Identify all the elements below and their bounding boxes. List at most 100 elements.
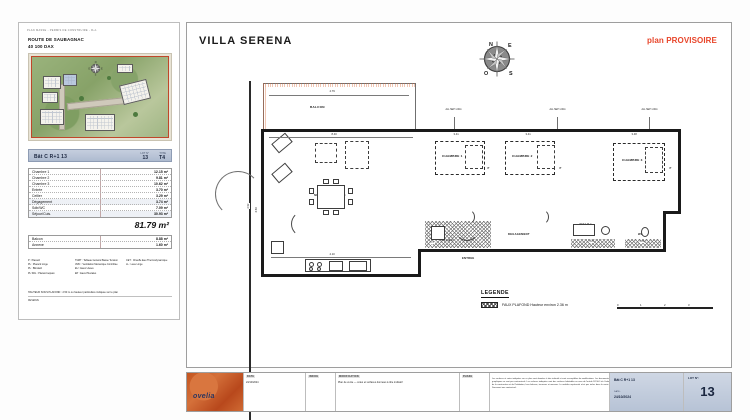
drawing-sheet: VILLA SERENA plan PROVISOIRE: [186, 22, 732, 420]
leader-line-1: [454, 117, 455, 129]
room-name: Cellier: [32, 193, 42, 198]
exterior-wall-bottom-left: [261, 274, 421, 277]
svg-text:S: S: [95, 75, 97, 76]
titleblock-lot-reference: Bât C R+1 13: [614, 378, 635, 382]
svg-text:S: S: [509, 71, 513, 77]
table-row: Cellier 3.29 m²: [29, 193, 171, 200]
exterior-wall-right-lower: [663, 211, 666, 251]
table-row: Annexe 1.60 m²: [29, 242, 171, 249]
abbreviation-item: PL SDL : Placard séparé: [28, 271, 55, 275]
false-ceiling-hatch-sdb: [571, 239, 615, 248]
furniture-chair-1: [309, 188, 314, 194]
closet-marker-p3: P: [669, 167, 672, 170]
room-name: Chambre 1: [32, 169, 50, 174]
abbreviation-item: EP : Eaux Pluviales: [75, 271, 97, 275]
site-building-d2: [117, 64, 133, 73]
rooms-area-table: Chambre 1 12.15 m² Chambre 2 9.81 m² Cha…: [28, 168, 172, 219]
annex-area: 1.60 m²: [155, 242, 168, 247]
furniture-bathtub: [573, 224, 595, 236]
room-label-entree: ENTREE: [461, 257, 476, 260]
ceiling-height-note: HAUTEUR SOUS PLAFOND : 2.50 m ou hauteur…: [28, 291, 172, 298]
project-address: ROUTE DE SAUBAGNAC 40 100 DAX: [28, 37, 84, 51]
exterior-wall-right: [678, 129, 681, 213]
svg-text:E: E: [101, 68, 103, 70]
legend-block: LEGENDE FAUX PLAFOND Hauteur environ 2.3…: [481, 281, 721, 310]
abbreviation-item: EU : Eaux Usées: [75, 267, 94, 271]
scale-tick-0: 0: [617, 303, 619, 307]
abbreviation-item: PL : Blindard: [28, 267, 42, 271]
titleblock-lot-caption: LOT N°:: [688, 376, 700, 380]
lot-number-caption: LOT N°: [140, 151, 149, 155]
table-row: Chambre 1 12.15 m²: [29, 169, 171, 176]
dimension-sejour-width: 8.40: [331, 133, 338, 136]
legal-disclaimer-text: Les surfaces et cotes indiquées sur ce p…: [492, 378, 609, 389]
table-row: Balcon 8.88 m²: [29, 236, 171, 243]
abbreviation-item: LL : Lave Linge: [126, 263, 143, 267]
furniture-bed-chambre2: [537, 145, 555, 169]
exterior-wall-bottom-mid: [418, 249, 666, 252]
measurement-arc-left: [215, 171, 261, 217]
room-label-chambre1: CHAMBRE 1: [441, 154, 464, 158]
furniture-washbasin: [601, 226, 610, 235]
furniture-washing-machine: [431, 226, 445, 240]
room-name: Chambre 3: [32, 181, 50, 186]
door-arc-chambre2: [533, 209, 549, 225]
date-column-value: 24/10/2024: [246, 381, 259, 384]
abbreviation-column-2: TGBT : Tableau Général Basse Tension VMC…: [75, 259, 118, 276]
door-arc-entree: [455, 217, 479, 241]
room-name: Entrée: [32, 187, 43, 192]
site-compass-icon: N E S O: [88, 62, 103, 76]
legend-row: FAUX PLAFOND Hauteur environ 2.36 m 0 1 …: [481, 302, 721, 310]
titleblock-modification-cell: MODIFICATION Plan de vente — cotes et su…: [335, 373, 459, 411]
room-name: Chambre 2: [32, 175, 50, 180]
room-area: 3.74 m²: [155, 199, 168, 204]
abbreviations-legend: P : Placard PL : Placard Linge PL : Blin…: [28, 259, 172, 287]
lot-number-value: 13: [142, 155, 148, 161]
room-label-chambre2: CHAMBRE 2: [511, 154, 534, 158]
door-arc-sejour: [291, 211, 317, 237]
indice-column-caption: INDICE: [308, 375, 320, 378]
titleblock-indice-cell: INDICE: [305, 373, 335, 411]
furniture-sofa-2: [271, 162, 293, 184]
false-ceiling-chambre3: [613, 143, 665, 181]
svg-text:N: N: [489, 42, 493, 48]
furniture-sink: [349, 261, 367, 271]
abbreviation-item: PL : Placard Linge: [28, 263, 48, 267]
reserve-note: RESERVE: [28, 300, 39, 302]
site-plan-thumbnail: N E S O: [28, 53, 172, 141]
lot-type-value: T4: [159, 155, 165, 161]
exterior-wall-left: [261, 129, 264, 277]
titleblock-lot-value: 13: [700, 384, 715, 399]
annotation-all-sep-3: ALL SEP 1.00m: [641, 109, 659, 111]
room-label-balcon: BALCON: [309, 105, 326, 109]
titleblock-date-caption: DATE :: [614, 391, 621, 393]
room-area: 3.29 m²: [155, 193, 168, 198]
furniture-bed-chambre3: [645, 147, 663, 173]
room-area: 9.81 m²: [155, 175, 168, 180]
table-row: Chambre 3 10.62 m²: [29, 181, 171, 188]
furniture-bed-chambre1: [465, 145, 483, 169]
date-column-caption: DATE: [246, 375, 256, 378]
furniture-chair-6: [333, 179, 339, 184]
annex-name: Annexe: [32, 242, 44, 247]
room-name: Séjour/Cuis.: [32, 211, 52, 216]
furniture-coffee-table: [315, 143, 337, 163]
table-row: Entrée 3.70 m²: [29, 187, 171, 194]
furniture-bed-sofa: [345, 141, 369, 169]
furniture-burner-1: [309, 262, 314, 267]
furniture-chair-3: [348, 188, 353, 194]
abbreviation-item: TGBT : Tableau Général Basse Tension: [75, 259, 118, 262]
page-title: VILLA SERENA: [199, 35, 293, 47]
dimension-wc: 1.21: [639, 241, 645, 243]
site-building-a1: [43, 76, 61, 89]
svg-text:O: O: [484, 71, 488, 77]
phase-column-caption: PHASE: [462, 375, 474, 378]
room-area: 12.15 m²: [153, 169, 168, 174]
room-area: 10.62 m²: [153, 181, 168, 186]
furniture-burner-4: [317, 267, 321, 271]
site-building-a2: [63, 74, 77, 86]
abbreviation-item: VMC : Ventilation Mécanique Contrôlée: [75, 263, 118, 267]
scale-bar-segment-2: [665, 306, 689, 309]
svg-text:E: E: [508, 43, 512, 49]
